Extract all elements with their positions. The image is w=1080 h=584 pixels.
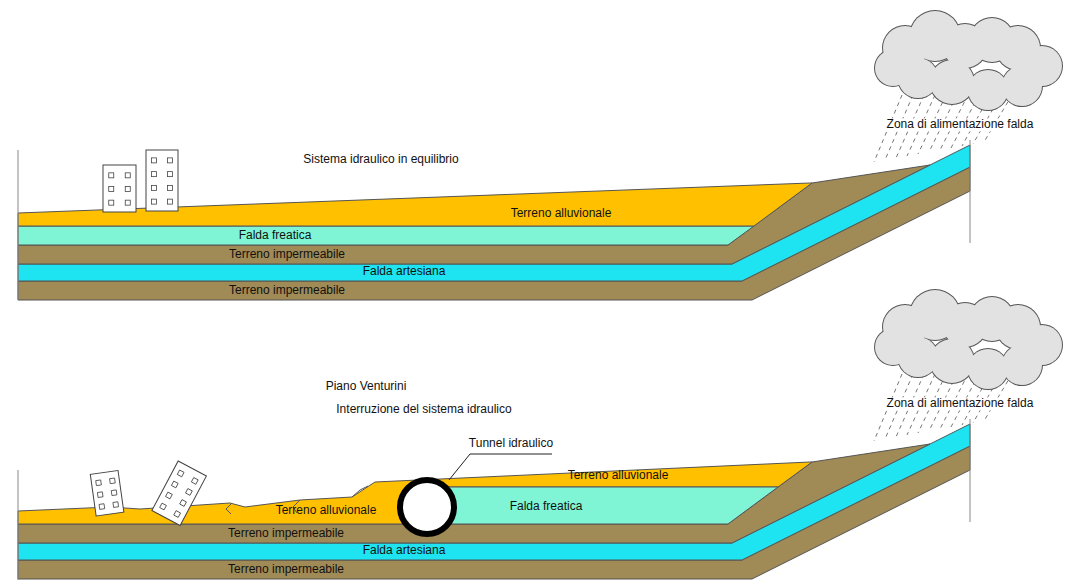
hydraulic-tunnel (400, 480, 454, 534)
building-window (99, 504, 105, 510)
building-window (152, 185, 157, 190)
layer-label: Terreno impermeabile (228, 527, 344, 540)
frame-lines (18, 140, 970, 580)
building-window (125, 200, 130, 205)
section-title: Sistema idraulico in equilibrio (303, 153, 458, 166)
layer-label: Terreno impermeabile (229, 284, 345, 297)
building-body (90, 470, 124, 515)
building-window (171, 481, 178, 488)
building (152, 461, 207, 525)
phreatic-aquifer (440, 487, 778, 524)
layer-label: Falda freatica (510, 500, 583, 513)
building-window (125, 173, 130, 178)
building-body (103, 165, 136, 212)
building-window (174, 511, 181, 518)
building-body (146, 150, 178, 211)
building-window (191, 478, 198, 485)
layer-label: Falda artesiana (363, 265, 446, 278)
zone-label: Zona di alimentazione falda (885, 118, 1036, 131)
building-window (168, 199, 173, 204)
building (90, 470, 124, 515)
building (103, 165, 136, 212)
buildings (90, 150, 206, 526)
alluvial-soil (18, 183, 812, 226)
building-window (186, 489, 193, 496)
building-window (111, 490, 117, 496)
layer-label: Falda artesiana (363, 544, 446, 557)
layer-label: Terreno alluvionale (511, 207, 612, 220)
cloud-fill (875, 50, 911, 86)
callout-label: Tunnel idraulico (467, 437, 555, 450)
phreatic-aquifer (18, 226, 754, 245)
building-window (180, 500, 187, 507)
cloud-fill (968, 70, 1008, 110)
rain (874, 95, 1012, 441)
section-title: Piano Venturini (326, 380, 407, 393)
building-window (110, 478, 116, 484)
layer-label: Falda freatica (239, 229, 312, 242)
building-window (109, 173, 114, 178)
layer-label: Terreno impermeabile (229, 248, 345, 261)
building-window (97, 492, 103, 498)
cloud (874, 289, 1063, 390)
building-body (152, 461, 207, 525)
building-window (109, 187, 114, 192)
cloud-fill (875, 329, 911, 365)
building-window (125, 187, 130, 192)
building (146, 150, 178, 211)
building-window (177, 470, 184, 477)
layer-label: Terreno alluvionale (276, 504, 377, 517)
building-window (168, 158, 173, 163)
building-window (166, 492, 173, 499)
impermeable-layer (18, 444, 930, 543)
zone-label: Zona di alimentazione falda (885, 397, 1036, 410)
building-window (113, 502, 119, 508)
building-window (160, 503, 167, 510)
section-subtitle: Interruzione del sistema idraulico (336, 403, 511, 416)
artesian-aquifer (18, 424, 970, 560)
cloud-fill (1002, 345, 1042, 385)
artesian-aquifer (18, 145, 970, 281)
building-window (109, 200, 114, 205)
building-window (168, 172, 173, 177)
building-window (152, 158, 157, 163)
cloud (874, 10, 1063, 111)
layer-label: Terreno impermeabile (228, 563, 344, 576)
section-interrupted (18, 424, 970, 579)
building-window (152, 199, 157, 204)
cloud-fill (1002, 66, 1042, 106)
layer-label: Terreno alluvionale (568, 469, 669, 482)
building-window (168, 185, 173, 190)
cloud-fill (968, 349, 1008, 389)
building-window (152, 172, 157, 177)
leader-line (449, 454, 552, 480)
section-equilibrium (18, 145, 970, 300)
clouds (874, 10, 1063, 390)
building-window (96, 480, 102, 486)
